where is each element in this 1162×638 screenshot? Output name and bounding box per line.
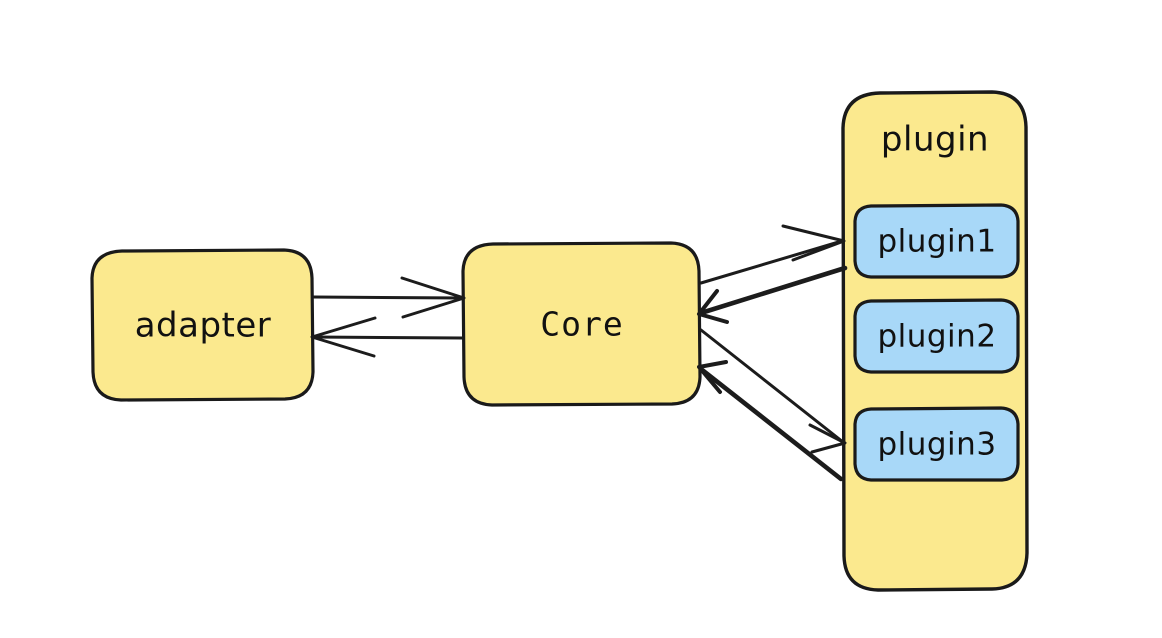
node-plugin3[interactable]: plugin3	[853, 406, 1020, 482]
edge-plugin3-to-core[interactable]	[697, 360, 844, 482]
edge-core-to-plugin1[interactable]	[699, 224, 846, 285]
edge-adapter-to-core[interactable]	[312, 276, 466, 319]
plugin2-shape	[853, 298, 1020, 374]
node-adapter[interactable]: adapter	[90, 248, 315, 402]
core-label: Core	[540, 305, 623, 344]
adapter-shape	[90, 248, 315, 402]
adapter-label: adapter	[135, 306, 272, 346]
plugin2-label: plugin2	[877, 319, 996, 355]
plugin1-label: plugin1	[877, 224, 996, 260]
edge-core-to-adapter[interactable]	[310, 316, 464, 358]
node-plugin2[interactable]: plugin2	[853, 298, 1020, 374]
edge-plugin1-to-core[interactable]	[697, 265, 848, 324]
plugin3-shape	[853, 406, 1020, 482]
node-core[interactable]: Core	[461, 241, 702, 407]
plugin1-shape	[853, 203, 1020, 279]
plugin-container-label: plugin	[881, 120, 989, 160]
plugin3-label: plugin3	[877, 427, 996, 463]
edge-core-to-plugin3[interactable]	[699, 328, 847, 454]
node-plugin1[interactable]: plugin1	[853, 203, 1020, 279]
core-shape	[461, 241, 702, 407]
